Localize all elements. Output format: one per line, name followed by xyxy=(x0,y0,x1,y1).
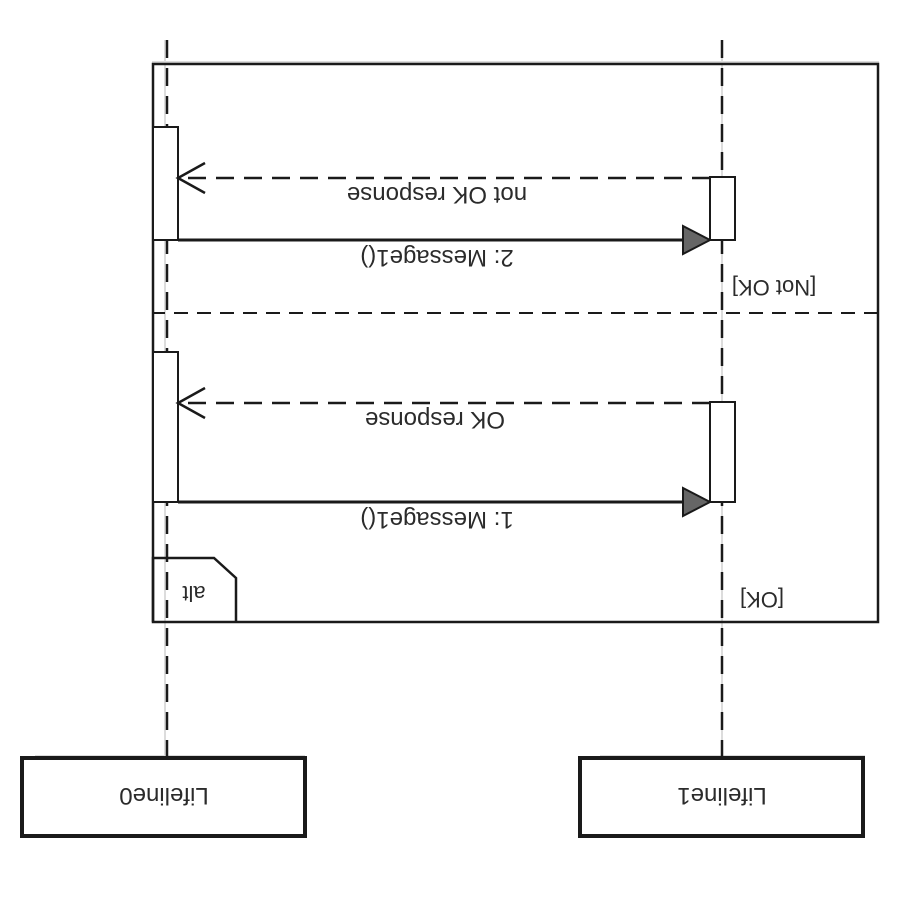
message-1-label: 1: Message1() xyxy=(360,506,513,533)
lifeline1-activation-2 xyxy=(709,176,736,241)
alt-operator-box xyxy=(151,556,238,622)
guard-ok: [OK] xyxy=(740,587,784,612)
fragment-frame[interactable] xyxy=(151,62,880,624)
lifeline0-name: Lifeline0 xyxy=(119,782,208,809)
lifeline-heads: Lifeline1 Lifeline0 xyxy=(20,756,865,838)
lifeline1-activation-1 xyxy=(709,401,736,503)
lifeline0-head[interactable] xyxy=(20,756,307,838)
reply-2-arrowhead xyxy=(175,161,206,195)
message-2-arrowhead xyxy=(682,224,713,256)
reply-1-label: OK response xyxy=(365,406,505,433)
lifeline-lines xyxy=(165,38,724,758)
lifeline0-activation-2 xyxy=(152,126,179,241)
alt-operator-label: alt xyxy=(182,581,205,606)
reply-2-label: not OK response xyxy=(347,181,527,208)
messages: 1: Message1() OK response 2: Message1() … xyxy=(175,161,713,533)
lifeline0-activation-1 xyxy=(152,351,179,503)
reply-1-arrowhead xyxy=(175,386,206,420)
fragment-shadow xyxy=(152,61,879,623)
activation-bars xyxy=(152,126,736,503)
lifeline1-name: Lifeline1 xyxy=(677,782,766,809)
guard-not-ok: [Not OK] xyxy=(732,275,816,300)
alt-fragment: alt [OK] [Not OK] xyxy=(151,62,880,624)
message-1-arrowhead xyxy=(682,486,713,518)
message-2-label: 2: Message1() xyxy=(360,244,513,271)
